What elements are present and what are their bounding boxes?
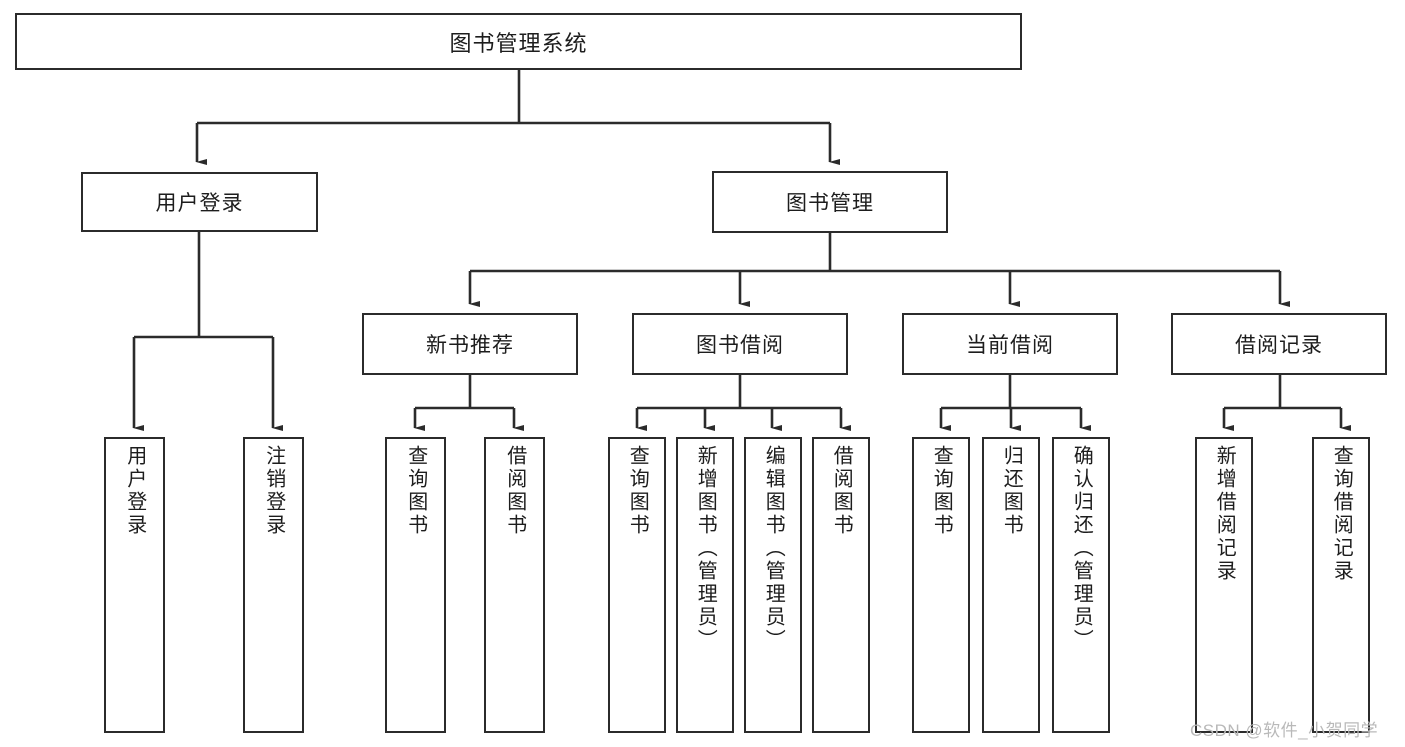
node-leaf-borrow-book-1[interactable]: 借阅图书: [484, 437, 545, 733]
node-leaf-logout[interactable]: 注销登录: [243, 437, 304, 733]
node-leaf-borrow-book-2[interactable]: 借阅图书: [812, 437, 870, 733]
node-leaf-edit-book[interactable]: 编辑图书（管理员）: [744, 437, 802, 733]
node-leaf-user-login[interactable]: 用户登录: [104, 437, 165, 733]
node-new-book-rec-label: 新书推荐: [426, 334, 514, 357]
node-book-borrow-label: 图书借阅: [696, 334, 784, 357]
node-root-label: 图书管理系统: [449, 30, 588, 56]
node-leaf-query-book-2[interactable]: 查询图书: [608, 437, 666, 733]
watermark-text: CSDN @软件_小贺同学: [1190, 721, 1379, 740]
node-leaf-add-book-label: 新增图书（管理员）: [694, 445, 717, 652]
node-leaf-return-book[interactable]: 归还图书: [982, 437, 1040, 733]
node-new-book-rec[interactable]: 新书推荐: [362, 313, 578, 375]
node-leaf-return-book-label: 归还图书: [1000, 445, 1023, 537]
node-leaf-edit-book-label: 编辑图书（管理员）: [762, 445, 785, 652]
node-leaf-borrow-book-1-label: 借阅图书: [503, 445, 526, 537]
node-leaf-query-record[interactable]: 查询借阅记录: [1312, 437, 1370, 733]
node-leaf-query-book-3-label: 查询图书: [930, 445, 953, 537]
node-book-manage[interactable]: 图书管理: [712, 171, 948, 233]
node-current-borrow-label: 当前借阅: [966, 334, 1054, 357]
node-current-borrow[interactable]: 当前借阅: [902, 313, 1118, 375]
node-leaf-user-login-label: 用户登录: [123, 445, 146, 537]
node-leaf-add-record-label: 新增借阅记录: [1213, 445, 1236, 583]
node-book-manage-label: 图书管理: [786, 192, 874, 215]
node-leaf-confirm-return-label: 确认归还（管理员）: [1070, 445, 1093, 652]
node-leaf-borrow-book-2-label: 借阅图书: [830, 445, 853, 537]
node-leaf-confirm-return[interactable]: 确认归还（管理员）: [1052, 437, 1110, 733]
node-leaf-query-book-2-label: 查询图书: [626, 445, 649, 537]
node-leaf-query-book-3[interactable]: 查询图书: [912, 437, 970, 733]
node-leaf-add-book[interactable]: 新增图书（管理员）: [676, 437, 734, 733]
node-user-login-label: 用户登录: [155, 192, 244, 215]
node-leaf-add-record[interactable]: 新增借阅记录: [1195, 437, 1253, 733]
node-borrow-record[interactable]: 借阅记录: [1171, 313, 1387, 375]
node-leaf-query-book-1-label: 查询图书: [404, 445, 427, 537]
node-borrow-record-label: 借阅记录: [1235, 334, 1323, 357]
node-leaf-query-book-1[interactable]: 查询图书: [385, 437, 446, 733]
node-book-borrow[interactable]: 图书借阅: [632, 313, 848, 375]
node-leaf-query-record-label: 查询借阅记录: [1330, 445, 1353, 583]
node-user-login[interactable]: 用户登录: [81, 172, 318, 232]
node-leaf-logout-label: 注销登录: [262, 445, 285, 537]
node-root[interactable]: 图书管理系统: [15, 13, 1022, 70]
